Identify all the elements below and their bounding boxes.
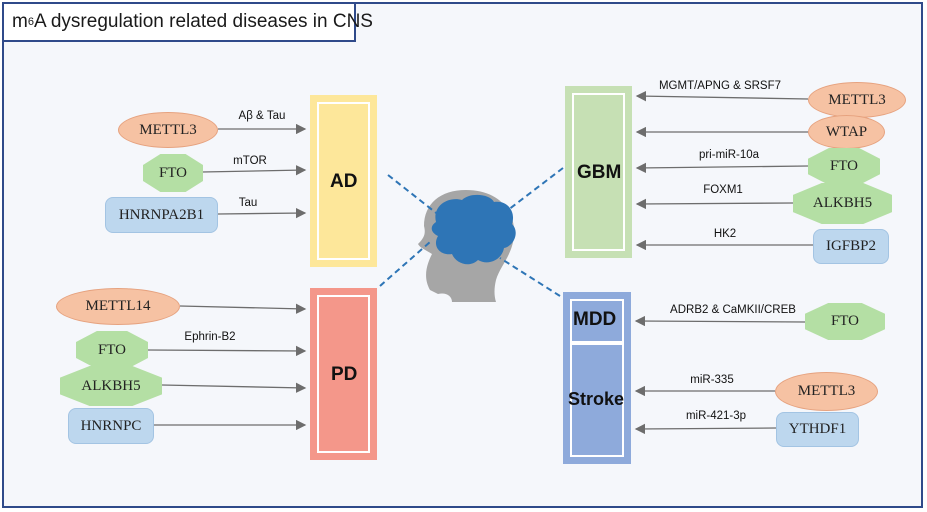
connector-gbm [507,167,564,211]
edge-label-gbm-alkbh5: FOXM1 [703,184,743,196]
arrow-ad-hnrnpa2b1 [217,207,307,219]
disease-box-pd [310,288,377,460]
edge-label-pd-fto: Ephrin-B2 [184,331,236,343]
node-gbm-mettl3: METTL3 [808,82,906,118]
edge-label-gbm-fto: pri-miR-10a [698,149,760,161]
disease-label-ad: AD [330,171,358,192]
node-ad-mettl3: METTL3 [118,112,218,148]
edge-label-ad-mettl3: Aβ & Tau [238,110,286,122]
disease-label-stroke: Stroke [568,389,625,409]
edge-label-stroke-mettl3: miR-335 [690,374,734,386]
title-rest: A dysregulation related diseases in CNS [33,11,373,32]
node-pd-fto: FTO [76,331,148,369]
disease-box-gbm [565,86,632,258]
arrow-pd-mettl14 [179,303,307,314]
arrow-stroke-ythdf1 [634,423,777,435]
title-prefix: m [12,11,28,32]
arrow-pd-alkbh5 [161,382,307,394]
disease-box-mdd-stroke [563,292,631,464]
disease-label-gbm: GBM [577,162,622,183]
connector-mdd-stroke [499,257,561,297]
node-pd-mettl14: METTL14 [56,288,180,325]
edge-label-gbm-mettl3: MGMT/APNG & SRSF7 [658,80,782,92]
arrow-gbm-alkbh5 [635,198,794,210]
connector-pd [379,241,431,287]
node-ad-fto: FTO [143,154,203,192]
edge-label-ad-fto: mTOR [233,155,267,167]
arrow-gbm-fto [635,162,809,174]
arrow-ad-fto [201,164,307,176]
node-stroke-mettl3: METTL3 [775,372,878,411]
node-gbm-igfbp2: IGFBP2 [813,229,889,264]
human-head-brain-icon [418,190,516,302]
arrow-gbm-mettl3 [635,90,809,102]
node-stroke-ythdf1: YTHDF1 [776,412,859,447]
node-gbm-fto: FTO [808,148,880,185]
disease-box-ad [310,95,377,267]
arrow-pd-fto [147,345,307,357]
edge-label-stroke-ythdf1: miR-421-3p [685,410,747,422]
node-gbm-alkbh5: ALKBH5 [793,183,892,224]
node-gbm-wtap: WTAP [808,115,885,149]
node-pd-alkbh5: ALKBH5 [60,366,162,406]
node-mdd-fto: FTO [805,303,885,340]
node-ad-hnrnpa2b1: HNRNPA2B1 [105,197,218,233]
arrow-mdd-fto [634,315,806,327]
node-pd-hnrnpc: HNRNPC [68,408,154,444]
edge-label-ad-hnrnpa2b1: Tau [238,197,258,209]
edge-label-mdd-fto: ADRB2 & CaMKII/CREB [670,304,796,316]
disease-label-pd: PD [331,364,358,385]
connector-ad [387,174,441,217]
edge-label-gbm-igfbp2: HK2 [713,228,737,240]
disease-label-mdd: MDD [573,309,617,330]
